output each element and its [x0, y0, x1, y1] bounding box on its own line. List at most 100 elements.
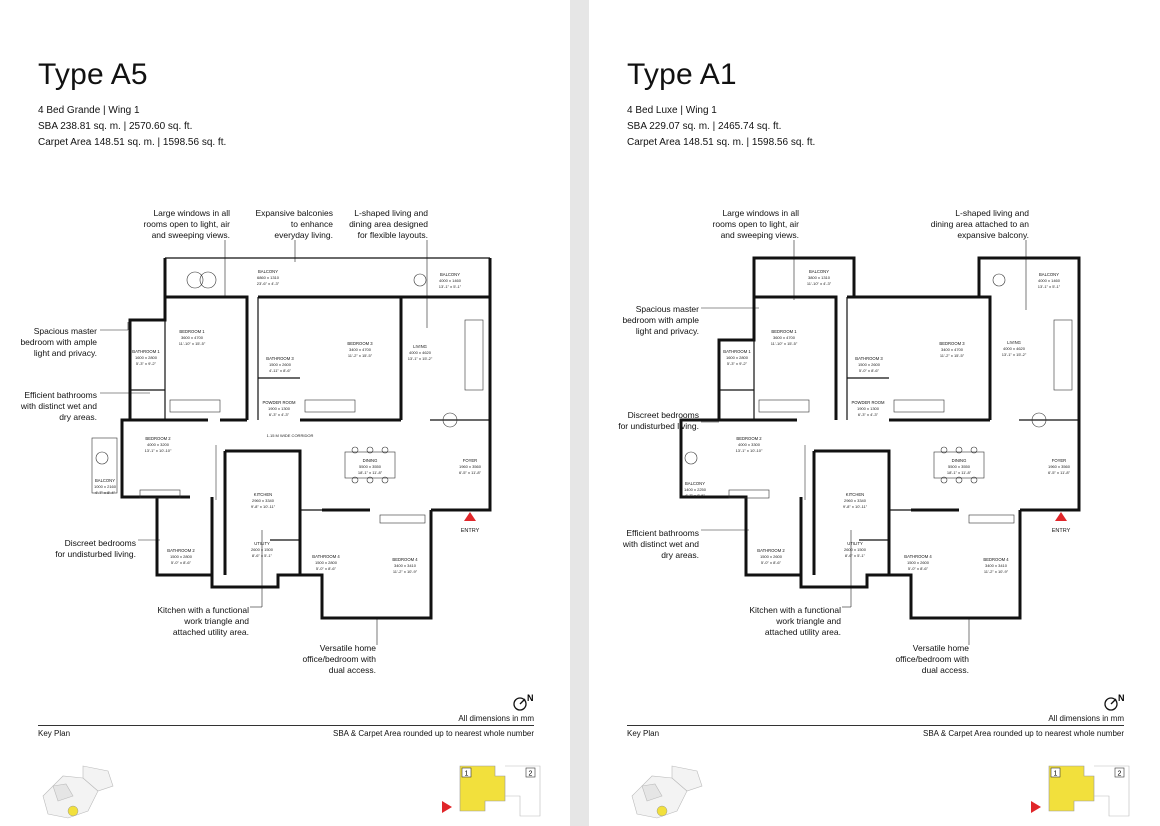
svg-text:1600 x 2800: 1600 x 2800: [726, 355, 749, 360]
furniture: [91, 271, 484, 524]
divider: [627, 725, 1124, 726]
page-type-a1: Type A1 4 Bed Luxe | Wing 1 SBA 229.07 s…: [589, 0, 1160, 826]
svg-text:6860 x 1310: 6860 x 1310: [257, 275, 280, 280]
carpet-area: Carpet Area 148.51 sq. m. | 1598.56 sq. …: [38, 137, 227, 148]
callout-discreet: Discreet bedrooms for undisturbed living…: [55, 538, 136, 559]
key-plan-highlight: [656, 805, 668, 817]
svg-text:4000 x 1460: 4000 x 1460: [439, 278, 462, 283]
svg-text:18'-1" x 11'-8": 18'-1" x 11'-8": [947, 470, 972, 475]
svg-text:3400 x 4700: 3400 x 4700: [941, 347, 964, 352]
room-balcony-top: BALCONY: [258, 269, 278, 274]
floor-plan: BALCONY 6860 x 1310 23'-6" x 4'-3" BALCO…: [91, 240, 492, 645]
svg-text:1500 x 2600: 1500 x 2600: [858, 362, 881, 367]
svg-text:18'-1" x 11'-8": 18'-1" x 11'-8": [358, 470, 383, 475]
svg-text:11'-10" x 15'-5": 11'-10" x 15'-5": [179, 341, 206, 346]
room-bathroom-1: BATHROOM 1: [132, 349, 160, 354]
callout-kitchen: Kitchen with a functional work triangle …: [157, 605, 249, 637]
room-labels: BALCONY 3800 x 1310 11'-10" x 4'-3" BALC…: [684, 269, 1071, 574]
wing-2-label: 2: [529, 771, 533, 778]
svg-text:4000 x 4620: 4000 x 4620: [1003, 346, 1026, 351]
room-bedroom-4: BEDROOM 4: [392, 557, 418, 562]
svg-text:23'-6" x 4'-3": 23'-6" x 4'-3": [257, 281, 280, 286]
key-plan-map: [42, 765, 114, 819]
callout-leaders: [701, 240, 1027, 645]
room-bedroom-3: BEDROOM 3: [939, 341, 965, 346]
divider: [38, 725, 534, 726]
page-gutter: [570, 0, 589, 826]
svg-text:3800 x 1310: 3800 x 1310: [808, 275, 831, 280]
room-kitchen: KITCHEN: [846, 492, 864, 497]
callout-discreet: Discreet bedrooms for undisturbed living…: [618, 410, 699, 431]
callout-balconies: Expansive balconies to enhance everyday …: [255, 208, 334, 240]
svg-text:1600 x 2800: 1600 x 2800: [135, 355, 158, 360]
wing-1-label: 1: [1054, 771, 1058, 778]
key-plan-highlight: [67, 805, 79, 817]
svg-text:1900 x 1300: 1900 x 1300: [268, 406, 291, 411]
callout-bathrooms: Efficient bathrooms with distinct wet an…: [20, 390, 97, 422]
key-plan-map: [631, 765, 703, 819]
room-bedroom-1: BEDROOM 1: [771, 329, 797, 334]
key-plan-label: Key Plan: [38, 729, 71, 738]
svg-text:1500 x 2600: 1500 x 2600: [269, 362, 292, 367]
svg-text:1500 x 2800: 1500 x 2800: [170, 554, 193, 559]
wing-plan: 1 2: [442, 765, 541, 817]
corridor-label: 1.15 M WIDE CORRIDOR: [267, 433, 314, 438]
svg-text:8'-6" x 5'-1": 8'-6" x 5'-1": [845, 553, 866, 558]
wing-2-label: 2: [1118, 771, 1122, 778]
interior-walls: [130, 257, 490, 541]
svg-text:13'-1" x 15'-2": 13'-1" x 15'-2": [408, 356, 433, 361]
svg-text:2600 x 1500: 2600 x 1500: [251, 547, 274, 552]
furniture: [684, 273, 1073, 524]
callout-kitchen: Kitchen with a functional work triangle …: [749, 605, 841, 637]
svg-text:1500 x 2600: 1500 x 2600: [907, 560, 930, 565]
svg-text:2600 x 1500: 2600 x 1500: [844, 547, 867, 552]
svg-text:4'-7" x 8'-4": 4'-7" x 8'-4": [95, 490, 116, 495]
svg-text:1900 x 1300: 1900 x 1300: [857, 406, 880, 411]
svg-text:4000 x 4620: 4000 x 4620: [409, 350, 432, 355]
svg-text:9'-8" x 10'-11": 9'-8" x 10'-11": [251, 504, 276, 509]
wing-1-label: 1: [465, 771, 469, 778]
room-bedroom-1: BEDROOM 1: [179, 329, 205, 334]
svg-text:6'-5" x 11'-8": 6'-5" x 11'-8": [1048, 470, 1071, 475]
svg-text:3400 x 3410: 3400 x 3410: [985, 563, 1008, 568]
entry-label: ENTRY: [1052, 528, 1071, 534]
callout-lshaped: L-shaped living and dining area designed…: [349, 208, 428, 240]
room-bedroom-2: BEDROOM 2: [145, 436, 171, 441]
entry-marker-icon: [464, 512, 476, 521]
callout-windows: Large windows in all rooms open to light…: [712, 208, 799, 240]
svg-text:11'-2" x 10'-9": 11'-2" x 10'-9": [393, 569, 418, 574]
room-dining: DINING: [952, 458, 967, 463]
room-bathroom-4: BATHROOM 4: [312, 554, 340, 559]
north-arrow-icon: N: [1104, 693, 1125, 711]
callout-master: Spacious master bedroom with ample light…: [20, 326, 97, 358]
svg-text:1960 x 3560: 1960 x 3560: [1048, 464, 1071, 469]
room-bathroom-3: BATHROOM 3: [855, 356, 883, 361]
wall-outline: [679, 256, 1081, 620]
wing-plan: 1 2: [1031, 765, 1130, 817]
room-dining: DINING: [363, 458, 378, 463]
svg-text:5'-0" x 8'-6": 5'-0" x 8'-6": [859, 368, 880, 373]
room-utility: UTILITY: [254, 541, 270, 546]
svg-text:N: N: [1118, 693, 1125, 703]
svg-text:5'-0" x 8'-6": 5'-0" x 8'-6": [316, 566, 337, 571]
room-utility: UTILITY: [847, 541, 863, 546]
svg-text:13'-1" x 5'-1": 13'-1" x 5'-1": [1038, 284, 1061, 289]
svg-text:11'-2" x 15'-5": 11'-2" x 15'-5": [348, 353, 373, 358]
room-labels: BALCONY 6860 x 1310 23'-6" x 4'-3" BALCO…: [94, 269, 482, 574]
callout-master: Spacious master bedroom with ample light…: [622, 304, 699, 336]
svg-text:6'-3" x 4'-3": 6'-3" x 4'-3": [269, 412, 290, 417]
svg-text:3400 x 3410: 3400 x 3410: [394, 563, 417, 568]
carpet-area: Carpet Area 148.51 sq. m. | 1598.56 sq. …: [627, 137, 816, 148]
room-bathroom-1: BATHROOM 1: [723, 349, 751, 354]
room-balcony-right: BALCONY: [440, 272, 460, 277]
svg-text:6'-5" x 11'-8": 6'-5" x 11'-8": [459, 470, 482, 475]
svg-text:1500 x 2600: 1500 x 2600: [760, 554, 783, 559]
svg-text:5500 x 3550: 5500 x 3550: [359, 464, 382, 469]
dimensions-note: All dimensions in mm: [458, 714, 534, 723]
svg-text:2960 x 3340: 2960 x 3340: [844, 498, 867, 503]
svg-text:N: N: [527, 693, 534, 703]
svg-text:9'-8" x 10'-11": 9'-8" x 10'-11": [843, 504, 868, 509]
room-bathroom-4: BATHROOM 4: [904, 554, 932, 559]
room-bathroom-2: BATHROOM 2: [757, 548, 785, 553]
svg-text:1400 x 2250: 1400 x 2250: [684, 487, 707, 492]
